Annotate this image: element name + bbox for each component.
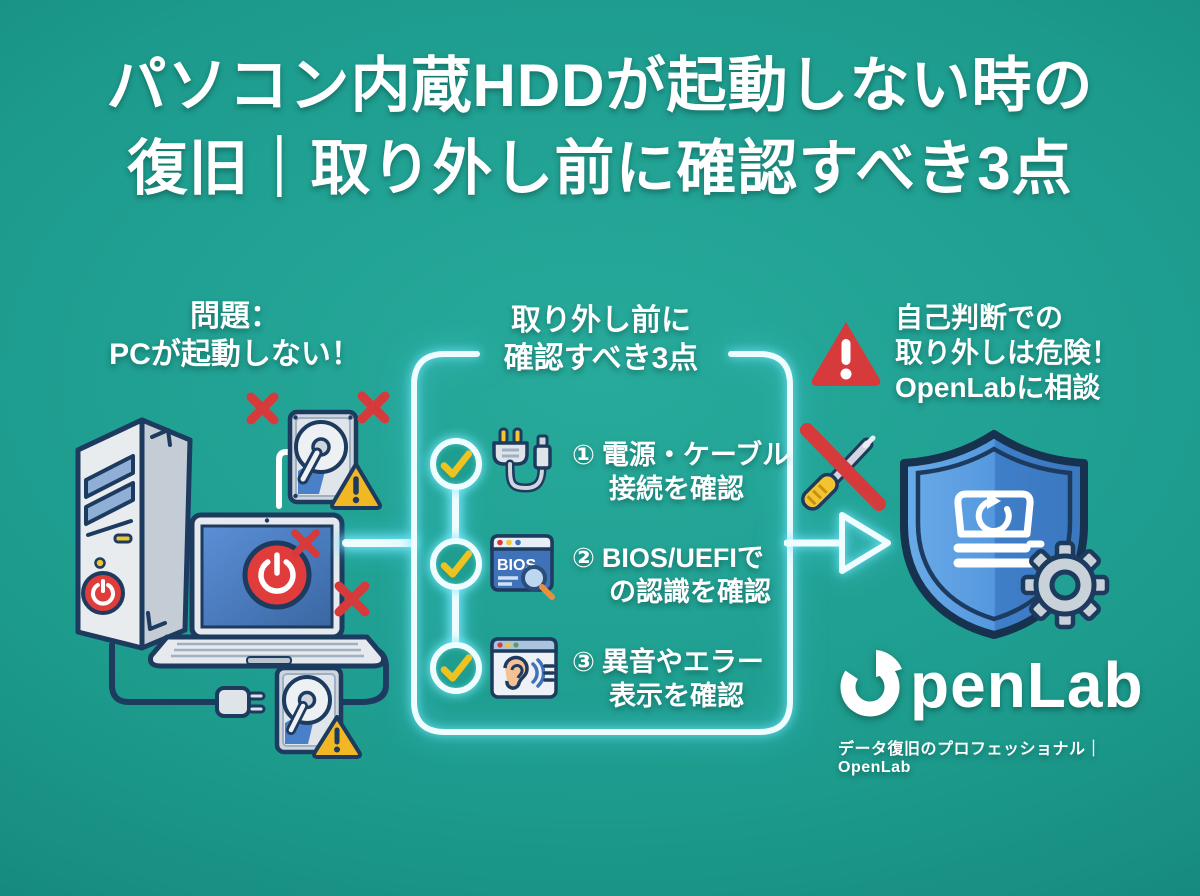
hdd-icon — [274, 665, 344, 755]
power-cable-icon — [492, 427, 552, 493]
checkmark-icon — [440, 550, 473, 578]
warning-triangle-icon — [330, 462, 382, 510]
ear-listening-icon — [490, 637, 558, 699]
checklist-title-line-1: 取り外し前に — [511, 304, 691, 337]
title-line-1: パソコン内蔵HDDが起動しない時の — [106, 52, 1094, 119]
flow-arrow-icon — [784, 512, 891, 574]
check-circle-icon — [430, 642, 482, 694]
bios-window-icon: BIOS — [490, 534, 555, 600]
red-x-icon — [246, 392, 279, 425]
item-label: 接続を確認 — [609, 474, 744, 504]
problem-line-1: 問題： — [190, 300, 280, 333]
openlab-ring-icon — [840, 650, 902, 717]
item-number: ① — [572, 440, 595, 470]
item-label: 表示を確認 — [609, 681, 744, 711]
caution-line-2: 取り外しは危険！ — [895, 337, 1120, 368]
hdd-icon — [287, 409, 359, 505]
item-number: ③ — [572, 647, 595, 677]
caution-text: 自己判断での 取り外しは危険！ OpenLabに相談 — [895, 300, 1195, 405]
red-x-icon — [334, 581, 370, 617]
problem-illustration — [75, 391, 390, 759]
checkmark-icon — [440, 654, 473, 682]
laptop-icon — [148, 512, 386, 669]
item-label: BIOS/UEFIで — [601, 543, 764, 573]
page-title: パソコン内蔵HDDが起動しない時の 復旧｜取り外し前に確認すべき3点 — [0, 44, 1200, 210]
checkmark-icon — [440, 450, 473, 478]
title-line-2: 復旧｜取り外し前に確認すべき3点 — [127, 135, 1073, 202]
desktop-tower-icon — [75, 417, 193, 651]
power-cord — [109, 642, 219, 705]
alert-triangle-icon — [811, 322, 881, 386]
item-label: 異音やエラー — [601, 647, 764, 677]
checklist-title: 取り外し前に 確認すべき3点 — [412, 302, 790, 378]
caution-line-3: OpenLabに相談 — [895, 372, 1101, 403]
check-circle-icon — [430, 538, 482, 590]
power-plug-icon — [215, 686, 266, 718]
red-x-icon — [291, 529, 320, 558]
logo-text: penLab — [910, 649, 1144, 721]
brand-tagline: データ復旧のプロフェッショナル｜OpenLab — [838, 741, 1103, 776]
checklist-panel-border — [411, 351, 793, 735]
red-x-icon — [357, 391, 390, 424]
problem-heading: 問題： PCが起動しない！ — [70, 298, 400, 374]
item-number: ② — [572, 543, 595, 573]
drive-outline — [954, 490, 1034, 538]
item-label: 電源・ケーブル — [601, 440, 790, 470]
magnifier-icon — [521, 565, 555, 600]
item-label: の認識を確認 — [609, 577, 771, 607]
connector-cable — [276, 449, 296, 509]
openlab-logo: penLab — [836, 645, 1144, 725]
problem-line-2: PCが起動しない！ — [109, 338, 361, 371]
check-circle-icon — [430, 438, 482, 490]
checklist-title-line-2: 確認すべき3点 — [503, 342, 699, 375]
no-screwdriver-icon — [800, 423, 886, 511]
connector-line-left — [342, 539, 414, 547]
caution-line-1: 自己判断での — [895, 302, 1064, 333]
recovery-arrow — [975, 497, 1012, 534]
warning-triangle-icon — [312, 715, 362, 759]
gear-icon — [1020, 540, 1110, 630]
